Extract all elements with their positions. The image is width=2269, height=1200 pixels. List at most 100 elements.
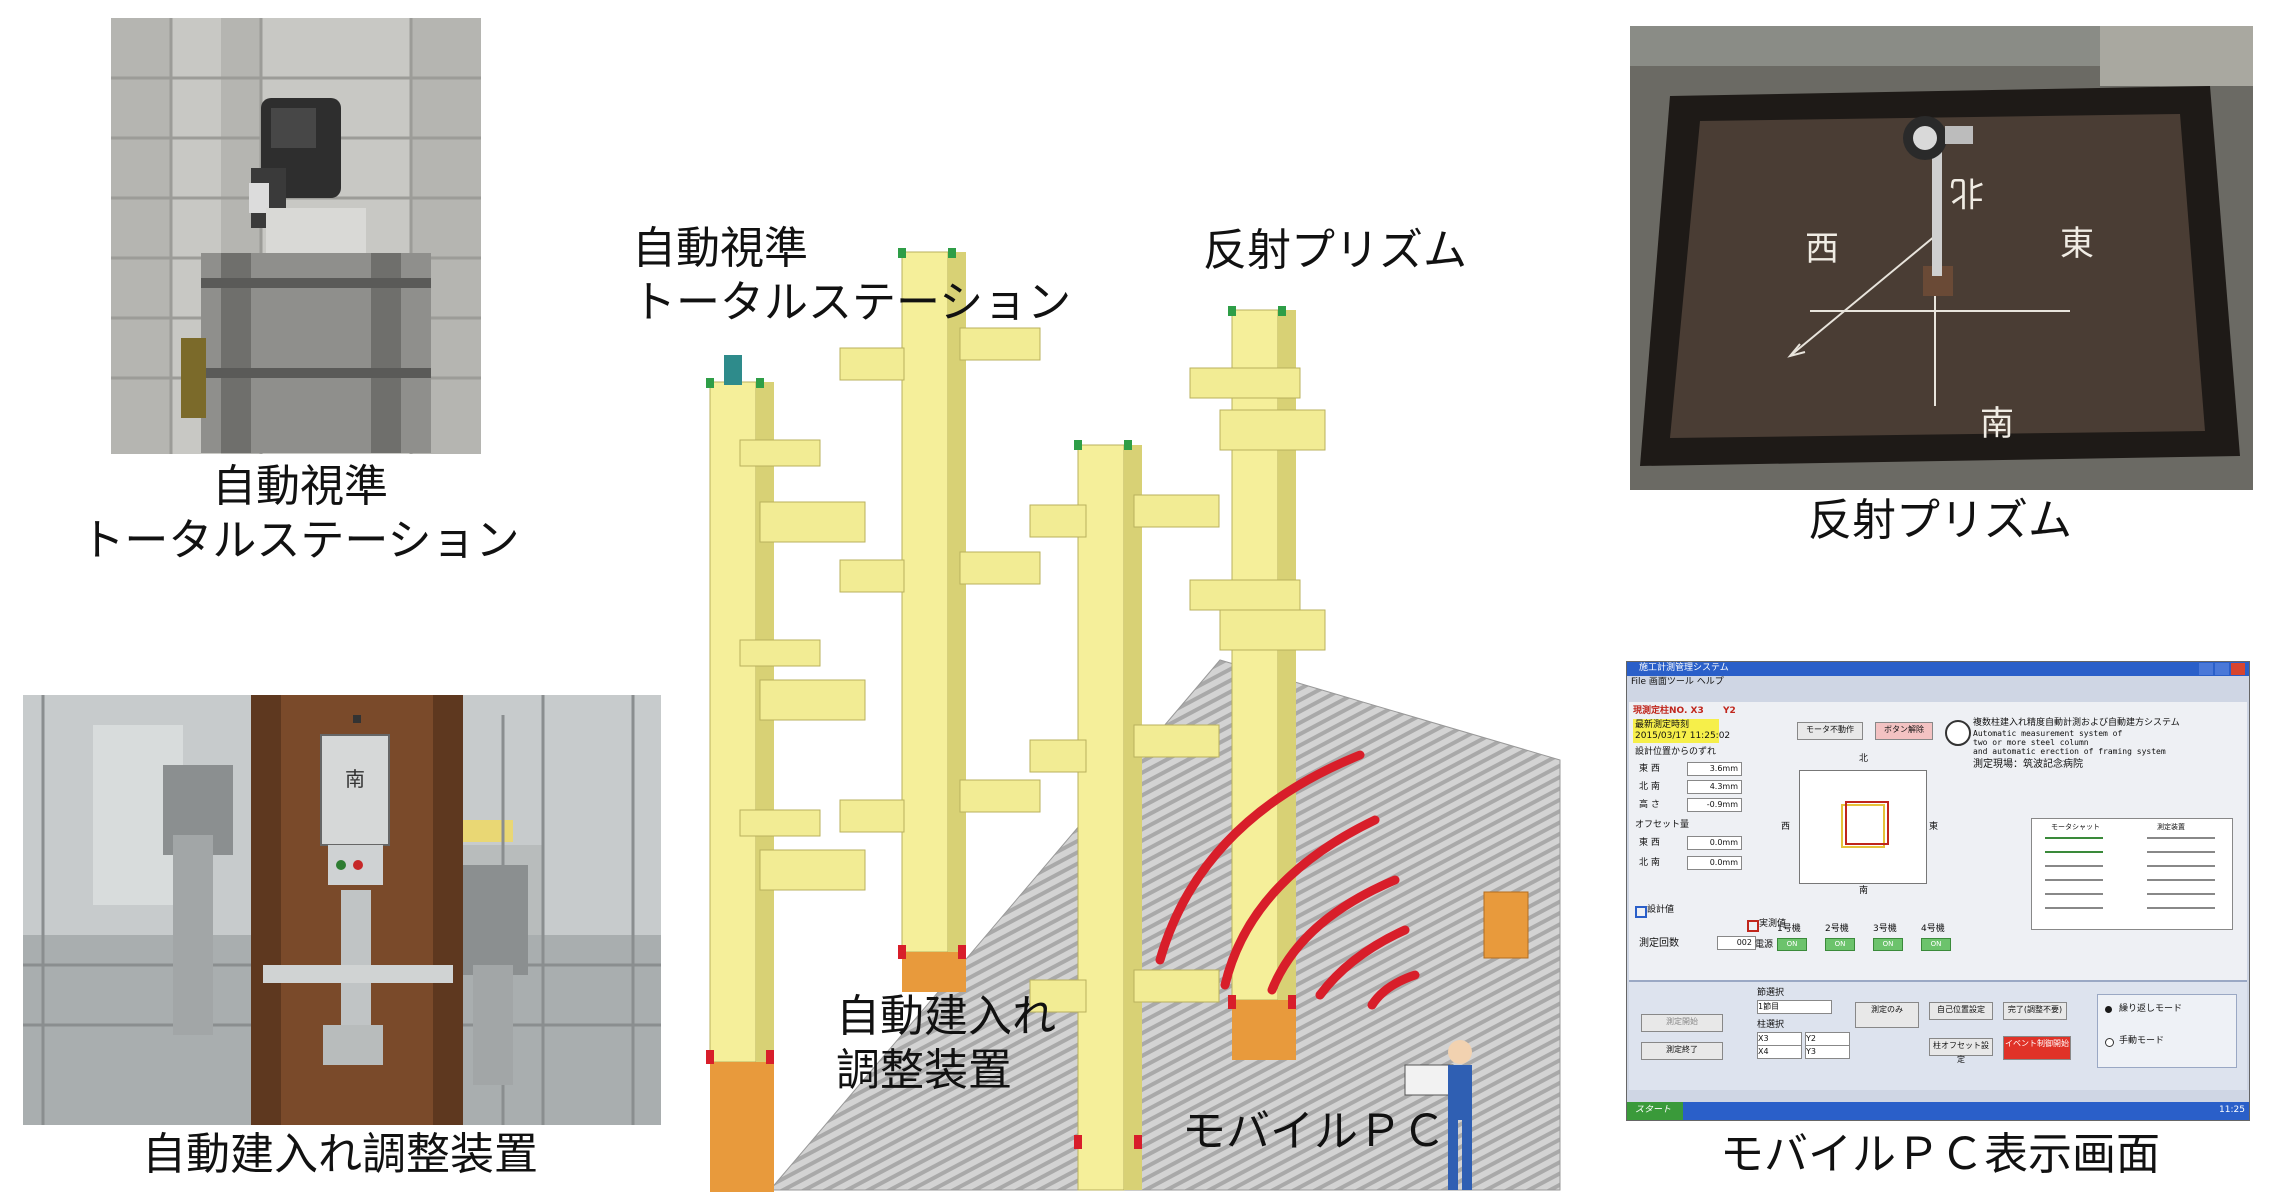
status-cell (2045, 851, 2103, 853)
prism-mark-west: 西 (1805, 229, 1839, 269)
offset-button[interactable]: 柱オフセット設定 (1929, 1038, 1993, 1064)
section-select[interactable]: 1節目 (1757, 1000, 1832, 1014)
count-label: 測定回数 (1639, 938, 1679, 949)
col-option-2[interactable]: X4 (1757, 1045, 1802, 1059)
mobile-pc-screen: 施工計測管理システム File 画面ツール ヘルプ 現測定柱NO. X3 Y2 … (1626, 661, 2250, 1121)
status-cell (2147, 851, 2215, 853)
label-line-1: 自動建入れ (836, 991, 1056, 1042)
offset-ew-label: 東 西 (1639, 838, 1660, 848)
pc-screen-caption: モバイルＰＣ表示画面 (1720, 1129, 2160, 1180)
unit-3: 3号機 (1873, 924, 1897, 934)
offset-ns-value: 0.0mm (1687, 856, 1742, 870)
adjuster-tag: 南 (345, 767, 365, 791)
latest-time: 2015/03/17 11:25:02 (1635, 731, 1731, 741)
erection-diagram (660, 200, 1620, 1200)
actual-square (1845, 801, 1889, 845)
unit-4: 4号機 (1921, 924, 1945, 934)
window-close-icon[interactable] (2231, 663, 2245, 675)
col-option-1[interactable]: X3 (1757, 1032, 1802, 1046)
mode-repeat-label: 繰り返しモード (2119, 1004, 2183, 1014)
prism-caption: 反射プリズム (1808, 495, 2072, 546)
dir-east: 東 (1929, 822, 1939, 832)
offset-label: オフセット量 (1635, 820, 1690, 830)
signal-arcs (1155, 750, 1420, 1010)
alert-button[interactable]: イベント制御開始 (2003, 1036, 2071, 1060)
diagram-svg (706, 248, 1561, 1192)
status-cell (2045, 907, 2103, 909)
window-titlebar (1627, 662, 2249, 676)
column-2 (839, 251, 1041, 992)
ew-value: 3.6mm (1687, 762, 1742, 776)
adjuster-photo: 南 (23, 695, 661, 1125)
ns-label: 北 南 (1639, 782, 1660, 792)
label-line-2: 調整装置 (836, 1045, 1012, 1096)
status-cell (2045, 879, 2103, 881)
mode-manual-radio-icon[interactable] (2105, 1038, 2114, 1047)
end-button[interactable]: 測定終了 (1641, 1042, 1723, 1060)
start-button-bg (1627, 1102, 1683, 1120)
prism-photo: 西 東 北 南 (1630, 26, 2253, 490)
dir-south: 南 (1859, 886, 1869, 896)
legend-actual-swatch (1747, 920, 1759, 932)
diagram-label-mobile-pc: モバイルＰＣ (1182, 1106, 1446, 1157)
caption-line-1: 自動視準 (212, 461, 388, 512)
column-y: Y2 (1723, 706, 1736, 716)
legend-design: 設計値 (1647, 905, 1675, 915)
latest-time-box (1633, 719, 1719, 743)
count-value: 002 (1717, 936, 1756, 950)
floor-deck (768, 659, 1561, 1191)
window-title: 施工計測管理システム (1639, 663, 1729, 673)
ns-value: 4.3mm (1687, 780, 1742, 794)
status-cell (2147, 879, 2215, 881)
window-max-icon[interactable] (2215, 663, 2229, 675)
status-cell (2147, 865, 2215, 867)
complete-button[interactable]: 完了(調整不要) (2003, 1002, 2067, 1020)
unit-1: 1号機 (1777, 924, 1801, 934)
diagram-label-total-station: 自動視準 トータルステーション (632, 222, 1071, 330)
column-no: 現測定柱NO. X3 (1633, 706, 1704, 716)
height-label: 高 さ (1639, 800, 1660, 810)
col-option-4[interactable]: Y3 (1805, 1045, 1850, 1059)
status-cell (2147, 893, 2215, 895)
column-4 (1189, 309, 1326, 1060)
power-on-3: ON (1873, 938, 1903, 951)
column-select-label: 柱選択 (1757, 1020, 1785, 1030)
total-station-caption: 自動視準 トータルステーション (60, 460, 540, 568)
system-title-en3: and automatic erection of framing system (1973, 747, 2166, 756)
power-on-1: ON (1777, 938, 1807, 951)
taskbar (1627, 1102, 2249, 1120)
start-button[interactable]: 測定開始 (1641, 1014, 1723, 1032)
mode-manual-label: 手動モード (2119, 1036, 2165, 1046)
status-cell (2147, 837, 2215, 839)
power-on-2: ON (1825, 938, 1855, 951)
caption-line-2: トータルステーション (80, 515, 520, 566)
col-option-3[interactable]: Y2 (1805, 1032, 1850, 1046)
legend-actual: 実測値 (1759, 919, 1787, 929)
dir-north: 北 (1859, 754, 1869, 764)
system-logo-icon (1945, 720, 1971, 746)
status-panel (2031, 818, 2233, 930)
self-position-button[interactable]: 自己位置設定 (1929, 1002, 1993, 1020)
measure-only-button[interactable]: 測定のみ (1855, 1002, 1919, 1028)
mode-panel (2097, 994, 2237, 1068)
prism-mark-east: 東 (2060, 224, 2094, 264)
offset-ew-value: 0.0mm (1687, 836, 1742, 850)
motor-button[interactable]: モータ不動作 (1797, 722, 1863, 740)
total-station-photo (111, 18, 481, 454)
prism-mark-south: 南 (1980, 404, 2014, 444)
status-header-1: モータシャット (2051, 823, 2100, 831)
window-min-icon[interactable] (2199, 663, 2213, 675)
mode-repeat-radio-icon[interactable] (2105, 1006, 2112, 1013)
power-on-4: ON (1921, 938, 1951, 951)
status-cell (2045, 865, 2103, 867)
offset-ns-label: 北 南 (1639, 858, 1660, 868)
design-offset-label: 設計位置からのずれ (1635, 747, 1717, 757)
status-cell (2045, 837, 2103, 839)
menu-bar[interactable]: File 画面ツール ヘルプ (1631, 677, 1724, 687)
label-line-2: トータルステーション (632, 277, 1072, 328)
design-square (1841, 804, 1885, 848)
release-button[interactable]: ボタン解除 (1875, 722, 1933, 740)
taskbar-time: 11:25 (2219, 1105, 2245, 1115)
taskbar-start[interactable]: スタート (1635, 1105, 1672, 1115)
status-header-2: 測定装置 (2157, 823, 2185, 831)
